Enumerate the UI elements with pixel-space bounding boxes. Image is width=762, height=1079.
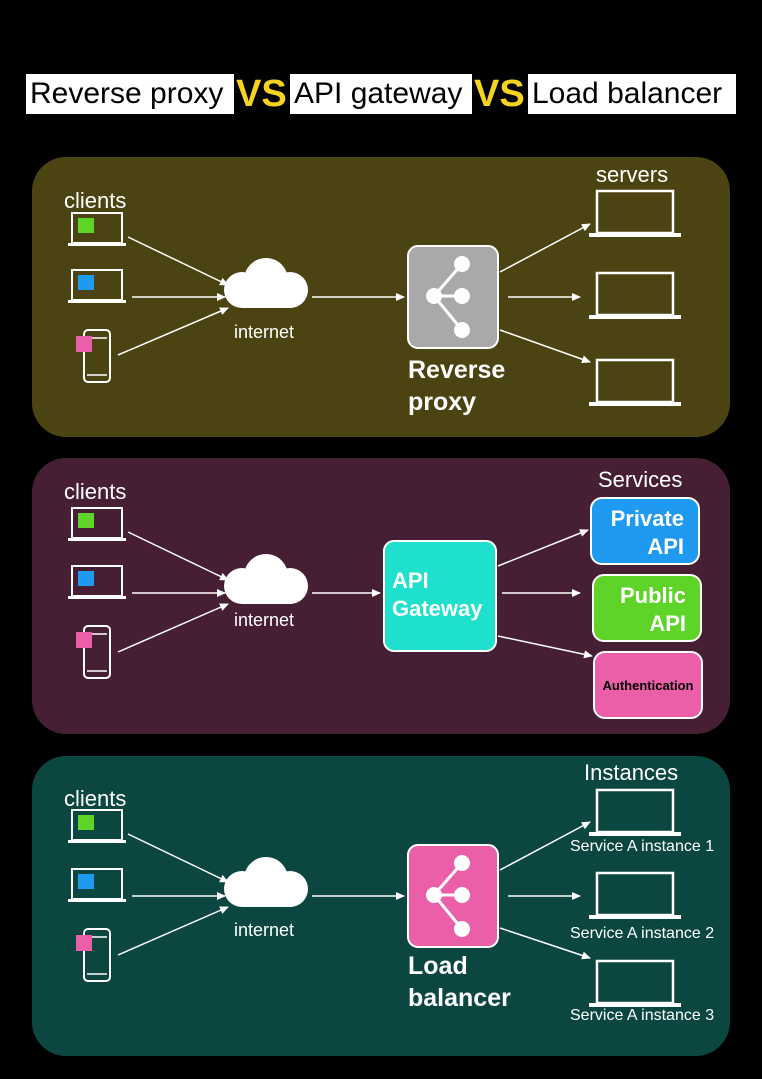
rp-internet-label: internet	[234, 322, 295, 342]
private-api-box: Private API	[590, 497, 700, 565]
lb-hub-label-line1: Load	[408, 952, 468, 980]
api-gateway-clients	[67, 507, 127, 679]
rp-clients-label: clients	[64, 188, 127, 213]
cloud-icon	[224, 554, 308, 604]
laptop-icon	[67, 565, 127, 600]
instance-label-3: Service A instance 3	[570, 1007, 715, 1024]
api-gateway-hub	[383, 540, 497, 652]
public-api-box: Public API	[592, 574, 702, 642]
server-icon	[587, 189, 683, 239]
private-api-line2: API	[647, 534, 684, 559]
cloud-icon	[224, 258, 308, 308]
ag-hub-label-line1: API	[392, 568, 429, 593]
ag-internet-label: internet	[234, 610, 295, 630]
title-vs-1: VS	[236, 73, 287, 115]
lb-hub-label-line2: balancer	[408, 984, 511, 1012]
laptop-icon	[67, 507, 127, 542]
rp-servers-label: servers	[596, 162, 669, 187]
reverse-proxy-hub	[407, 245, 499, 349]
instance-label-1: Service A instance 1	[570, 838, 715, 855]
instance-icon	[587, 959, 683, 1009]
lb-hub-label: Load balancer	[408, 950, 511, 1014]
ag-hub-label-line2: Gateway	[392, 596, 483, 621]
rp-hub-label-line2: proxy	[408, 388, 477, 416]
api-gateway-arrows	[117, 529, 593, 659]
instance-icon	[587, 871, 683, 921]
title-banner: Reverse proxy VS API gateway VS Load bal…	[0, 72, 762, 116]
cloud-icon	[224, 857, 308, 907]
reverse-proxy-clients	[67, 212, 127, 383]
load-balancer-clients	[67, 809, 127, 982]
laptop-icon	[67, 212, 127, 247]
private-api-line1: Private	[610, 506, 684, 531]
reverse-proxy-arrows	[117, 223, 591, 364]
public-api-line1: Public	[619, 583, 686, 608]
load-balancer-hub	[407, 844, 499, 948]
title-api-gateway: API gateway	[290, 74, 472, 114]
lb-internet-label: internet	[234, 920, 295, 940]
laptop-icon	[67, 868, 127, 903]
ag-services-label: Services	[598, 467, 683, 492]
server-icon	[587, 358, 683, 408]
instance-label-2: Service A instance 2	[570, 925, 715, 942]
laptop-icon	[67, 809, 127, 844]
phone-icon	[76, 928, 111, 982]
title-vs-2: VS	[474, 73, 525, 115]
lb-instances-label: Instances	[584, 760, 679, 785]
rp-hub-label-line1: Reverse	[408, 356, 506, 384]
title-reverse-proxy: Reverse proxy	[26, 74, 234, 114]
laptop-icon	[67, 269, 127, 304]
authentication-label: Authentication	[602, 678, 694, 693]
load-balancer-arrows	[117, 821, 591, 960]
ag-clients-label: clients	[64, 479, 127, 504]
title-load-balancer: Load balancer	[528, 74, 736, 114]
authentication-box: Authentication	[593, 651, 703, 719]
public-api-line2: API	[649, 611, 686, 636]
ag-hub-label: API Gateway	[392, 567, 483, 623]
rp-hub-label: Reverse proxy	[408, 354, 505, 418]
phone-icon	[76, 329, 111, 383]
lb-clients-label: clients	[64, 786, 127, 811]
server-icon	[587, 271, 683, 321]
phone-icon	[76, 625, 111, 679]
instance-icon	[587, 788, 683, 838]
